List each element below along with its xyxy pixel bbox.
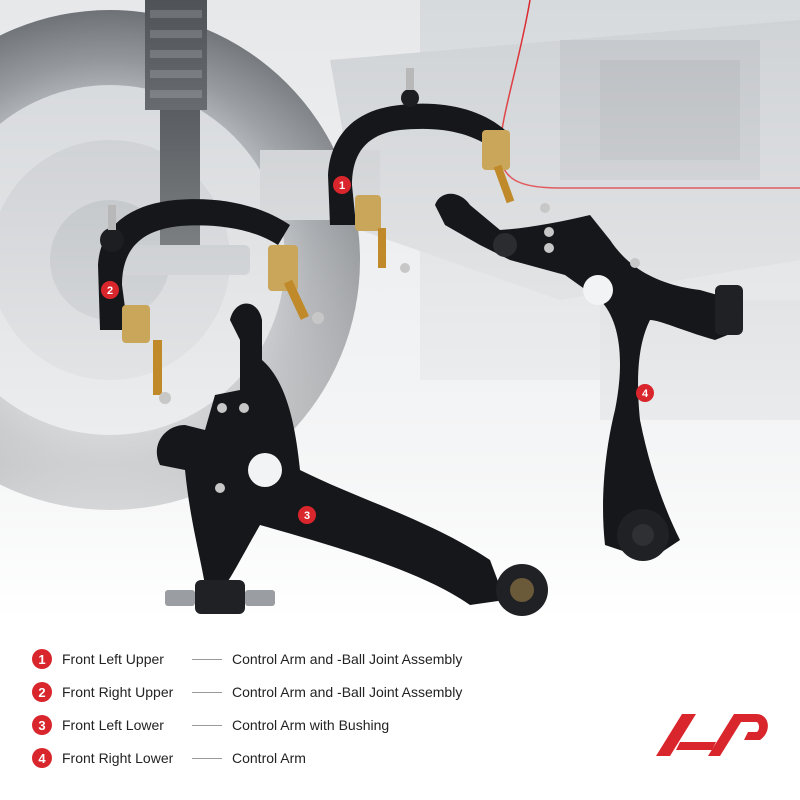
legend-row-4: 4 Front Right Lower Control Arm [32, 745, 306, 771]
legend-badge: 3 [32, 715, 52, 735]
callout-number-2: 2 [107, 285, 113, 297]
legend-part-name: Front Left Lower [62, 717, 164, 733]
legend-description: Control Arm with Bushing [232, 717, 390, 733]
legend-divider [192, 658, 222, 660]
callout-number-4: 4 [642, 388, 649, 400]
legend-badge: 2 [32, 682, 52, 702]
control-arm-1 [328, 68, 550, 273]
callout-badge-1: 1 [333, 176, 351, 194]
legend-part-name: Front Right Lower [62, 750, 174, 766]
control-arm-3 [156, 303, 548, 616]
control-arm-4 [435, 193, 743, 561]
product-photo: 1 2 3 4 [0, 0, 800, 620]
legend-description: Control Arm and -Ball Joint Assembly [232, 684, 463, 700]
callout-badge-2: 2 [101, 281, 119, 299]
control-arm-2 [98, 199, 324, 404]
callout-badge-4: 4 [636, 384, 654, 402]
parts-legend: 1 Front Left Upper Control Arm and -Ball… [0, 620, 800, 800]
legend-description: Control Arm and -Ball Joint Assembly [232, 651, 463, 667]
legend-divider [192, 757, 222, 759]
legend-part-name: Front Right Upper [62, 684, 174, 700]
legend-description: Control Arm [232, 750, 306, 766]
legend-divider [192, 724, 222, 726]
legend-row-2: 2 Front Right Upper Control Arm and -Bal… [32, 679, 462, 705]
legend-row-3: 3 Front Left Lower Control Arm with Bush… [32, 712, 389, 738]
legend-row-1: 1 Front Left Upper Control Arm and -Ball… [32, 646, 462, 672]
legend-part-name: Front Left Upper [62, 651, 164, 667]
a-premium-logo-icon [652, 712, 772, 758]
callout-badge-3: 3 [298, 506, 316, 524]
legend-divider [192, 691, 222, 693]
callout-number-3: 3 [304, 510, 310, 522]
legend-badge: 4 [32, 748, 52, 768]
legend-badge: 1 [32, 649, 52, 669]
callout-number-1: 1 [339, 180, 345, 192]
